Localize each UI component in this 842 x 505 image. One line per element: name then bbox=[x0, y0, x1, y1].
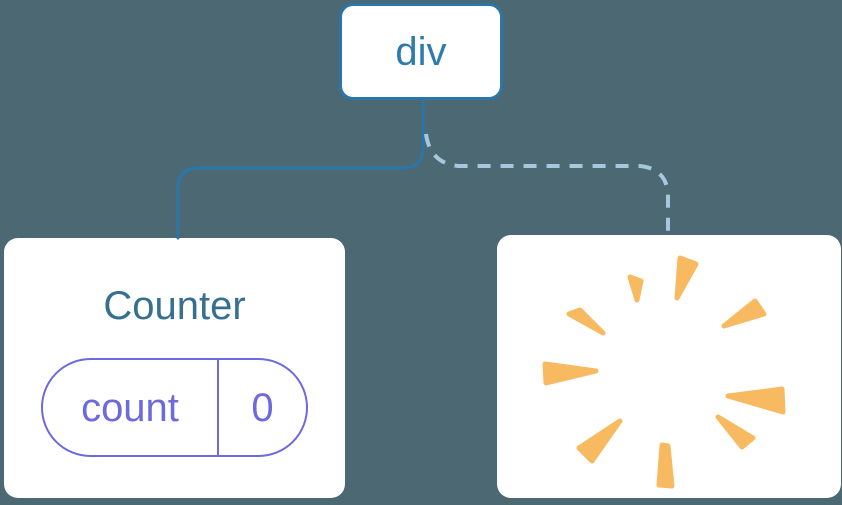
root-div-label: div bbox=[395, 29, 447, 74]
state-pill: count 0 bbox=[41, 358, 308, 457]
removed-node bbox=[497, 235, 841, 498]
root-div-node: div bbox=[339, 3, 503, 100]
solid-connector-line bbox=[176, 98, 425, 240]
state-key-label: count bbox=[43, 360, 219, 455]
counter-node: Counter count 0 bbox=[4, 238, 345, 498]
state-value: 0 bbox=[251, 385, 274, 430]
dashed-connector-line bbox=[424, 133, 670, 235]
counter-title: Counter bbox=[103, 284, 246, 328]
